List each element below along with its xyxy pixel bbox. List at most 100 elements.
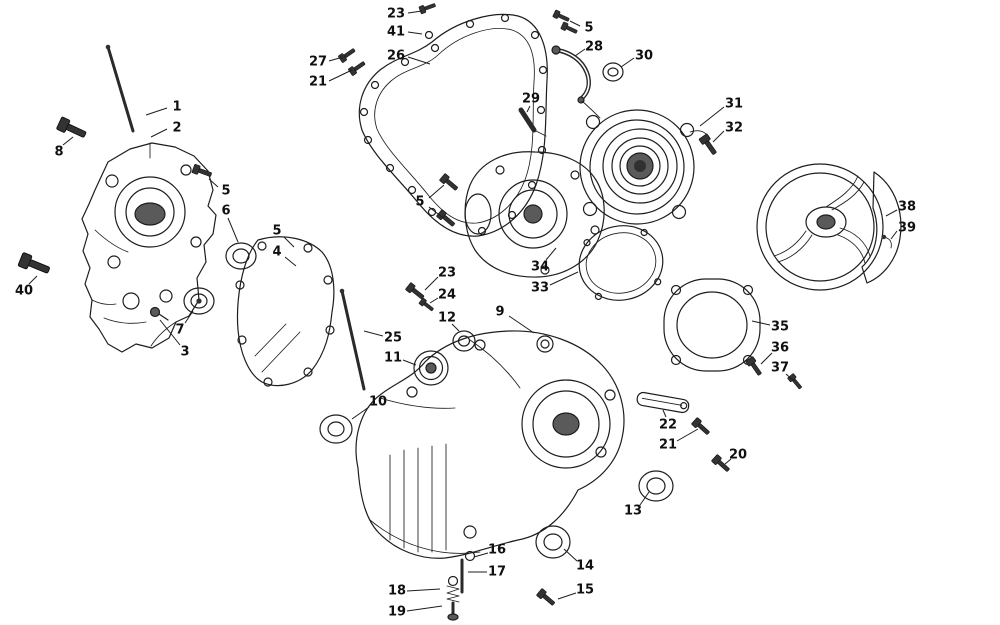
callout-37: 37 bbox=[771, 361, 789, 376]
washer-41 bbox=[424, 30, 434, 40]
callout-31: 31 bbox=[725, 97, 743, 112]
callout-30: 30 bbox=[635, 49, 653, 64]
bolt-27 bbox=[337, 46, 357, 64]
access-cover-35 bbox=[663, 278, 761, 372]
bolt-21-right-icon bbox=[690, 417, 712, 438]
leader-line-21 bbox=[676, 428, 699, 442]
callout-5: 5 bbox=[272, 224, 281, 239]
callout-8: 8 bbox=[54, 145, 63, 160]
callout-36: 36 bbox=[771, 341, 789, 356]
callout-27: 27 bbox=[309, 55, 327, 70]
leader-line-19 bbox=[406, 605, 443, 612]
bolts-5-middle bbox=[435, 173, 460, 229]
leader-line-41 bbox=[407, 31, 423, 35]
bolt-40 bbox=[17, 251, 52, 278]
callout-21: 21 bbox=[659, 438, 677, 453]
leader-line-21 bbox=[328, 69, 353, 82]
leader-line-9 bbox=[508, 315, 535, 334]
leader-line-33 bbox=[549, 271, 579, 286]
callout-7: 7 bbox=[175, 323, 184, 338]
callout-2: 2 bbox=[172, 121, 181, 136]
leader-line-25 bbox=[363, 330, 384, 337]
bolt-36-icon bbox=[745, 356, 765, 378]
clutch-cover-31 bbox=[579, 100, 709, 225]
leader-line-2 bbox=[150, 128, 168, 138]
oring-16 bbox=[464, 550, 476, 562]
callout-22: 22 bbox=[659, 418, 677, 433]
callout-9: 9 bbox=[495, 305, 504, 320]
crankcase-gasket-4 bbox=[235, 236, 335, 387]
spring-18 bbox=[446, 575, 460, 603]
leader-line-22 bbox=[662, 409, 667, 418]
oil-seal-10 bbox=[319, 414, 353, 444]
inner-cvt-cover-34 bbox=[464, 151, 605, 278]
bolt-40-icon bbox=[17, 251, 52, 278]
leader-line-7 bbox=[184, 310, 194, 324]
bolt-5-tr1-icon bbox=[552, 9, 571, 24]
leader-line-23 bbox=[407, 10, 423, 14]
leader-line-8 bbox=[62, 136, 74, 146]
lever-22 bbox=[636, 391, 690, 414]
leader-line-36 bbox=[760, 352, 773, 365]
leader-line-24 bbox=[429, 297, 439, 304]
callout-29: 29 bbox=[522, 92, 540, 107]
leader-line-40 bbox=[28, 275, 38, 285]
leader-line-35 bbox=[751, 320, 771, 326]
oil-seal-7 bbox=[183, 287, 215, 315]
bolt-21-right bbox=[690, 417, 712, 438]
leader-line-12 bbox=[451, 323, 460, 332]
callout-1: 1 bbox=[172, 100, 181, 115]
leader-line-26 bbox=[407, 56, 431, 65]
stud-25 bbox=[339, 288, 366, 391]
screw-23-top bbox=[418, 1, 437, 15]
oil-seal-14 bbox=[535, 525, 571, 559]
callout-28: 28 bbox=[585, 40, 603, 55]
callout-19: 19 bbox=[388, 605, 406, 620]
nut-24-icon bbox=[418, 297, 436, 313]
dowel-pin-29 bbox=[518, 107, 547, 137]
callout-26: 26 bbox=[387, 49, 405, 64]
leader-line-39 bbox=[890, 230, 898, 240]
callout-16: 16 bbox=[488, 543, 506, 558]
leader-line-11 bbox=[402, 359, 417, 366]
leader-line-31 bbox=[699, 106, 725, 127]
bolt-32-icon bbox=[698, 133, 720, 157]
bolt-37 bbox=[787, 373, 804, 391]
leader-line-15 bbox=[557, 592, 577, 600]
leader-line-5 bbox=[428, 184, 445, 199]
callout-35: 35 bbox=[771, 320, 789, 335]
bolts-5-top-right bbox=[552, 9, 579, 36]
leader-line-27 bbox=[328, 56, 344, 62]
leader-line-5 bbox=[428, 206, 443, 218]
leader-line-34 bbox=[545, 247, 557, 261]
callout-34: 34 bbox=[531, 260, 549, 275]
oil-seal-30 bbox=[602, 62, 624, 82]
screw-23-top-icon bbox=[418, 1, 437, 15]
leader-line-5 bbox=[283, 236, 295, 248]
left-crankcase-half bbox=[81, 142, 217, 353]
callout-39: 39 bbox=[898, 221, 916, 236]
callout-24: 24 bbox=[438, 288, 456, 303]
callout-41: 41 bbox=[387, 25, 405, 40]
bolt-32 bbox=[698, 133, 720, 157]
leader-line-20 bbox=[724, 458, 732, 465]
leader-line-1 bbox=[145, 107, 168, 116]
bolt-21-top-icon bbox=[347, 59, 367, 77]
plug-3 bbox=[149, 306, 169, 321]
callout-23: 23 bbox=[387, 7, 405, 22]
callout-40: 40 bbox=[15, 284, 33, 299]
bolt-27-icon bbox=[337, 46, 357, 64]
crank-stud-1-2 bbox=[105, 44, 135, 133]
clip-39 bbox=[881, 234, 892, 249]
oil-seal-6 bbox=[225, 242, 257, 270]
fan-cover-38 bbox=[756, 163, 902, 291]
callout-32: 32 bbox=[725, 121, 743, 136]
screw-19 bbox=[447, 601, 459, 621]
leader-line-38 bbox=[885, 209, 898, 217]
callout-18: 18 bbox=[388, 584, 406, 599]
callout-14: 14 bbox=[576, 559, 594, 574]
bolt-5-mid-top-icon bbox=[438, 173, 460, 193]
leader-line-37 bbox=[785, 373, 795, 382]
